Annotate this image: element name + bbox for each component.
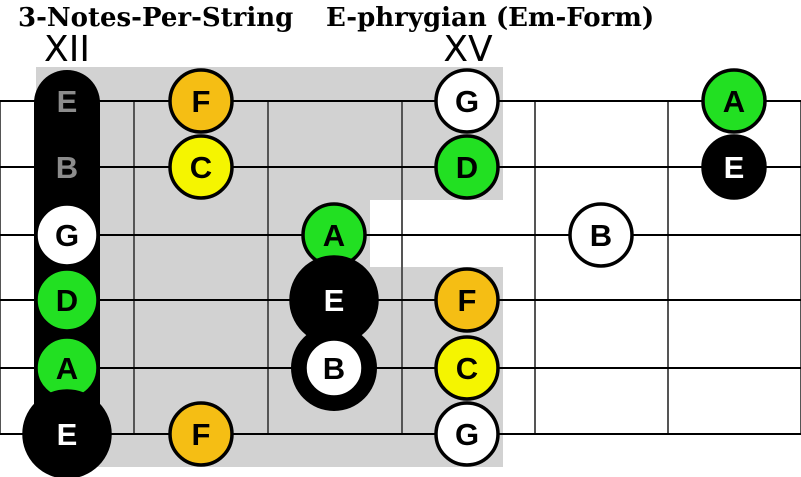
note-f-orange-marker: F: [434, 267, 500, 333]
note-label: B: [56, 150, 78, 185]
note-f-orange-marker: F: [168, 68, 234, 134]
note-circle: [434, 68, 500, 134]
position-label-second: XV: [443, 29, 493, 70]
note-circle: [701, 68, 767, 134]
diagram-title-right: E-phrygian (Em-Form): [326, 3, 654, 33]
note-label: E: [57, 84, 78, 119]
note-label: A: [723, 84, 745, 119]
note-e-root-marker: E: [701, 134, 767, 200]
note-label: E: [57, 417, 78, 452]
note-circle: [34, 202, 100, 268]
note-circle: [303, 337, 365, 399]
note-circle: [168, 401, 234, 467]
note-f-orange-marker: F: [168, 401, 234, 467]
note-label: A: [56, 351, 78, 386]
note-label: F: [192, 417, 211, 452]
note-circle: [434, 267, 500, 333]
note-label: G: [455, 417, 479, 452]
note-c-yellow-marker: C: [168, 134, 234, 200]
note-label: C: [456, 351, 478, 386]
note-circle: [434, 401, 500, 467]
note-circle: [34, 267, 100, 333]
note-circle: [434, 134, 500, 200]
note-circle: [434, 335, 500, 401]
position-label-first: XII: [44, 29, 90, 70]
note-a-green-marker: A: [34, 335, 100, 401]
note-circle: [22, 389, 112, 477]
note-e-root-marker: E: [22, 389, 112, 477]
note-label: E: [724, 150, 745, 185]
fret-lines: [0, 101, 801, 434]
note-label: D: [456, 150, 478, 185]
note-label: A: [323, 218, 345, 253]
note-a-green-marker: A: [301, 202, 367, 268]
note-label: F: [192, 84, 211, 119]
note-circle: [568, 202, 634, 268]
note-c-yellow-marker: C: [434, 335, 500, 401]
note-b-root-marker: B: [56, 150, 78, 185]
note-b-white-marker: B: [291, 325, 377, 411]
note-label: B: [323, 351, 345, 386]
note-circle: [168, 68, 234, 134]
note-g-white-marker: G: [434, 68, 500, 134]
note-label: G: [55, 218, 79, 253]
note-label: D: [56, 283, 78, 318]
string-lines: [0, 100, 801, 435]
note-label: G: [455, 84, 479, 119]
note-label: C: [190, 150, 212, 185]
diagram-title-left: 3-Notes-Per-String: [18, 3, 293, 33]
note-d-green-marker: D: [434, 134, 500, 200]
note-label: E: [324, 283, 345, 318]
note-label: F: [458, 283, 477, 318]
note-circle: [168, 134, 234, 200]
note-label: B: [590, 218, 612, 253]
note-circle: [701, 134, 767, 200]
note-b-white-marker: B: [568, 202, 634, 268]
note-g-white-marker: G: [434, 401, 500, 467]
note-e-root-marker: E: [57, 84, 78, 119]
highlight-layer: [36, 67, 503, 467]
note-a-green-marker: A: [701, 68, 767, 134]
note-d-green-marker: D: [34, 267, 100, 333]
highlight-region: [36, 67, 503, 467]
note-g-white-marker: G: [34, 202, 100, 268]
note-markers: E F G A B C D E G A B D E F A B C E F G: [22, 68, 767, 477]
